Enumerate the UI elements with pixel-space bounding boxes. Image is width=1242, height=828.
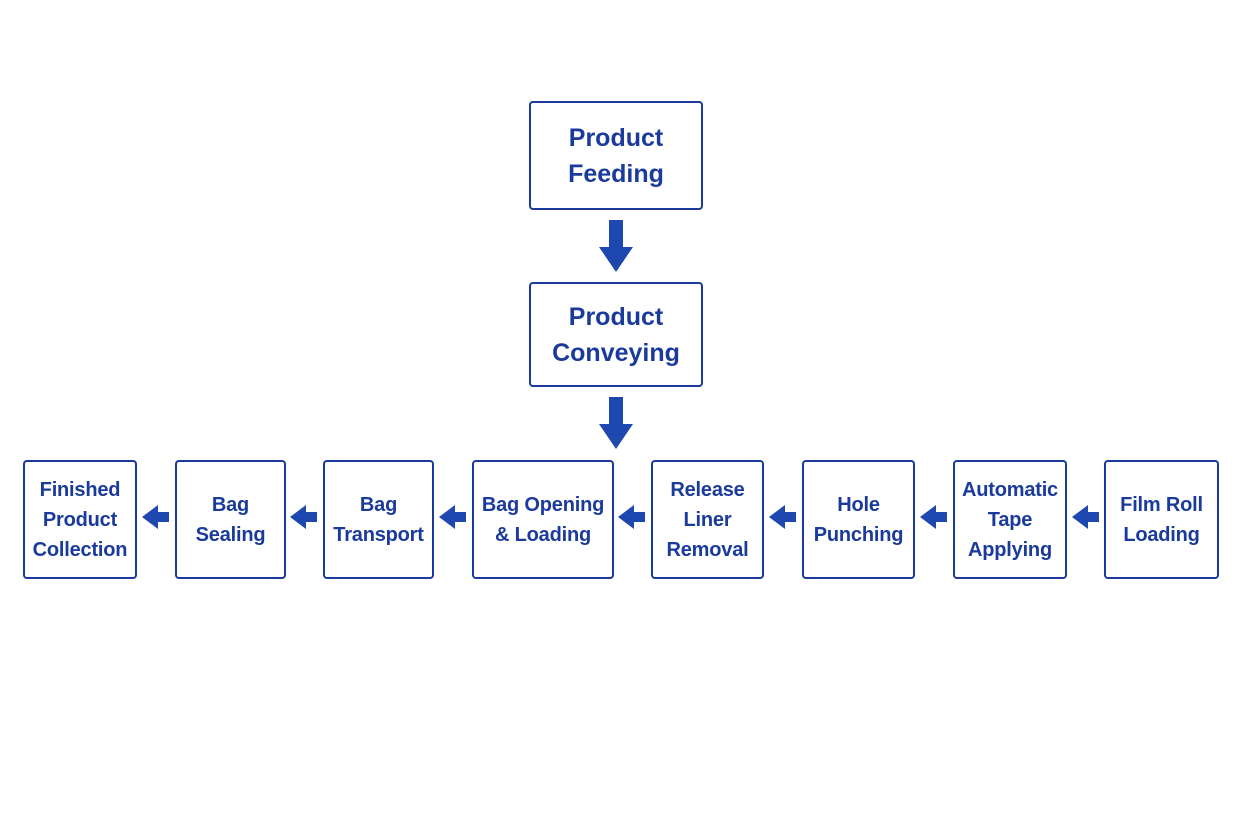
node-automatic-tape-applying: Automatic Tape Applying: [953, 460, 1067, 579]
node-label: Release Liner Removal: [666, 478, 749, 561]
node-label: Finished Product Collection: [32, 478, 128, 561]
node-product-feeding: Product Feeding: [529, 101, 703, 210]
node-finished-product-collection: Finished Product Collection: [23, 460, 137, 579]
node-label: Hole Punching: [813, 493, 904, 546]
node-film-roll-loading: Film Roll Loading: [1104, 460, 1219, 579]
node-label: Bag Sealing: [195, 493, 266, 546]
node-label: Product Conveying: [552, 302, 680, 367]
node-bag-transport: Bag Transport: [323, 460, 434, 579]
node-hole-punching: Hole Punching: [802, 460, 915, 579]
arrow-left-film-roll-to-tape: [1072, 505, 1099, 529]
node-label: Bag Transport: [333, 493, 424, 546]
node-bag-opening-loading: Bag Opening & Loading: [472, 460, 614, 579]
node-product-conveying: Product Conveying: [529, 282, 703, 387]
arrow-left-bag-opening-to-transport: [439, 505, 466, 529]
arrow-down-feeding-to-conveying: [599, 220, 633, 272]
arrow-down-conveying-to-bag-opening: [599, 397, 633, 449]
node-label: Automatic Tape Applying: [962, 478, 1058, 561]
arrow-left-transport-to-sealing: [290, 505, 317, 529]
node-release-liner-removal: Release Liner Removal: [651, 460, 764, 579]
node-label: Bag Opening & Loading: [481, 493, 605, 546]
arrow-left-hole-to-liner: [769, 505, 796, 529]
arrow-left-sealing-to-collection: [142, 505, 169, 529]
arrow-left-tape-to-hole: [920, 505, 947, 529]
node-bag-sealing: Bag Sealing: [175, 460, 286, 579]
node-label: Product Feeding: [568, 123, 664, 188]
arrow-left-liner-to-bag-opening: [618, 505, 645, 529]
node-label: Film Roll Loading: [1120, 493, 1203, 546]
